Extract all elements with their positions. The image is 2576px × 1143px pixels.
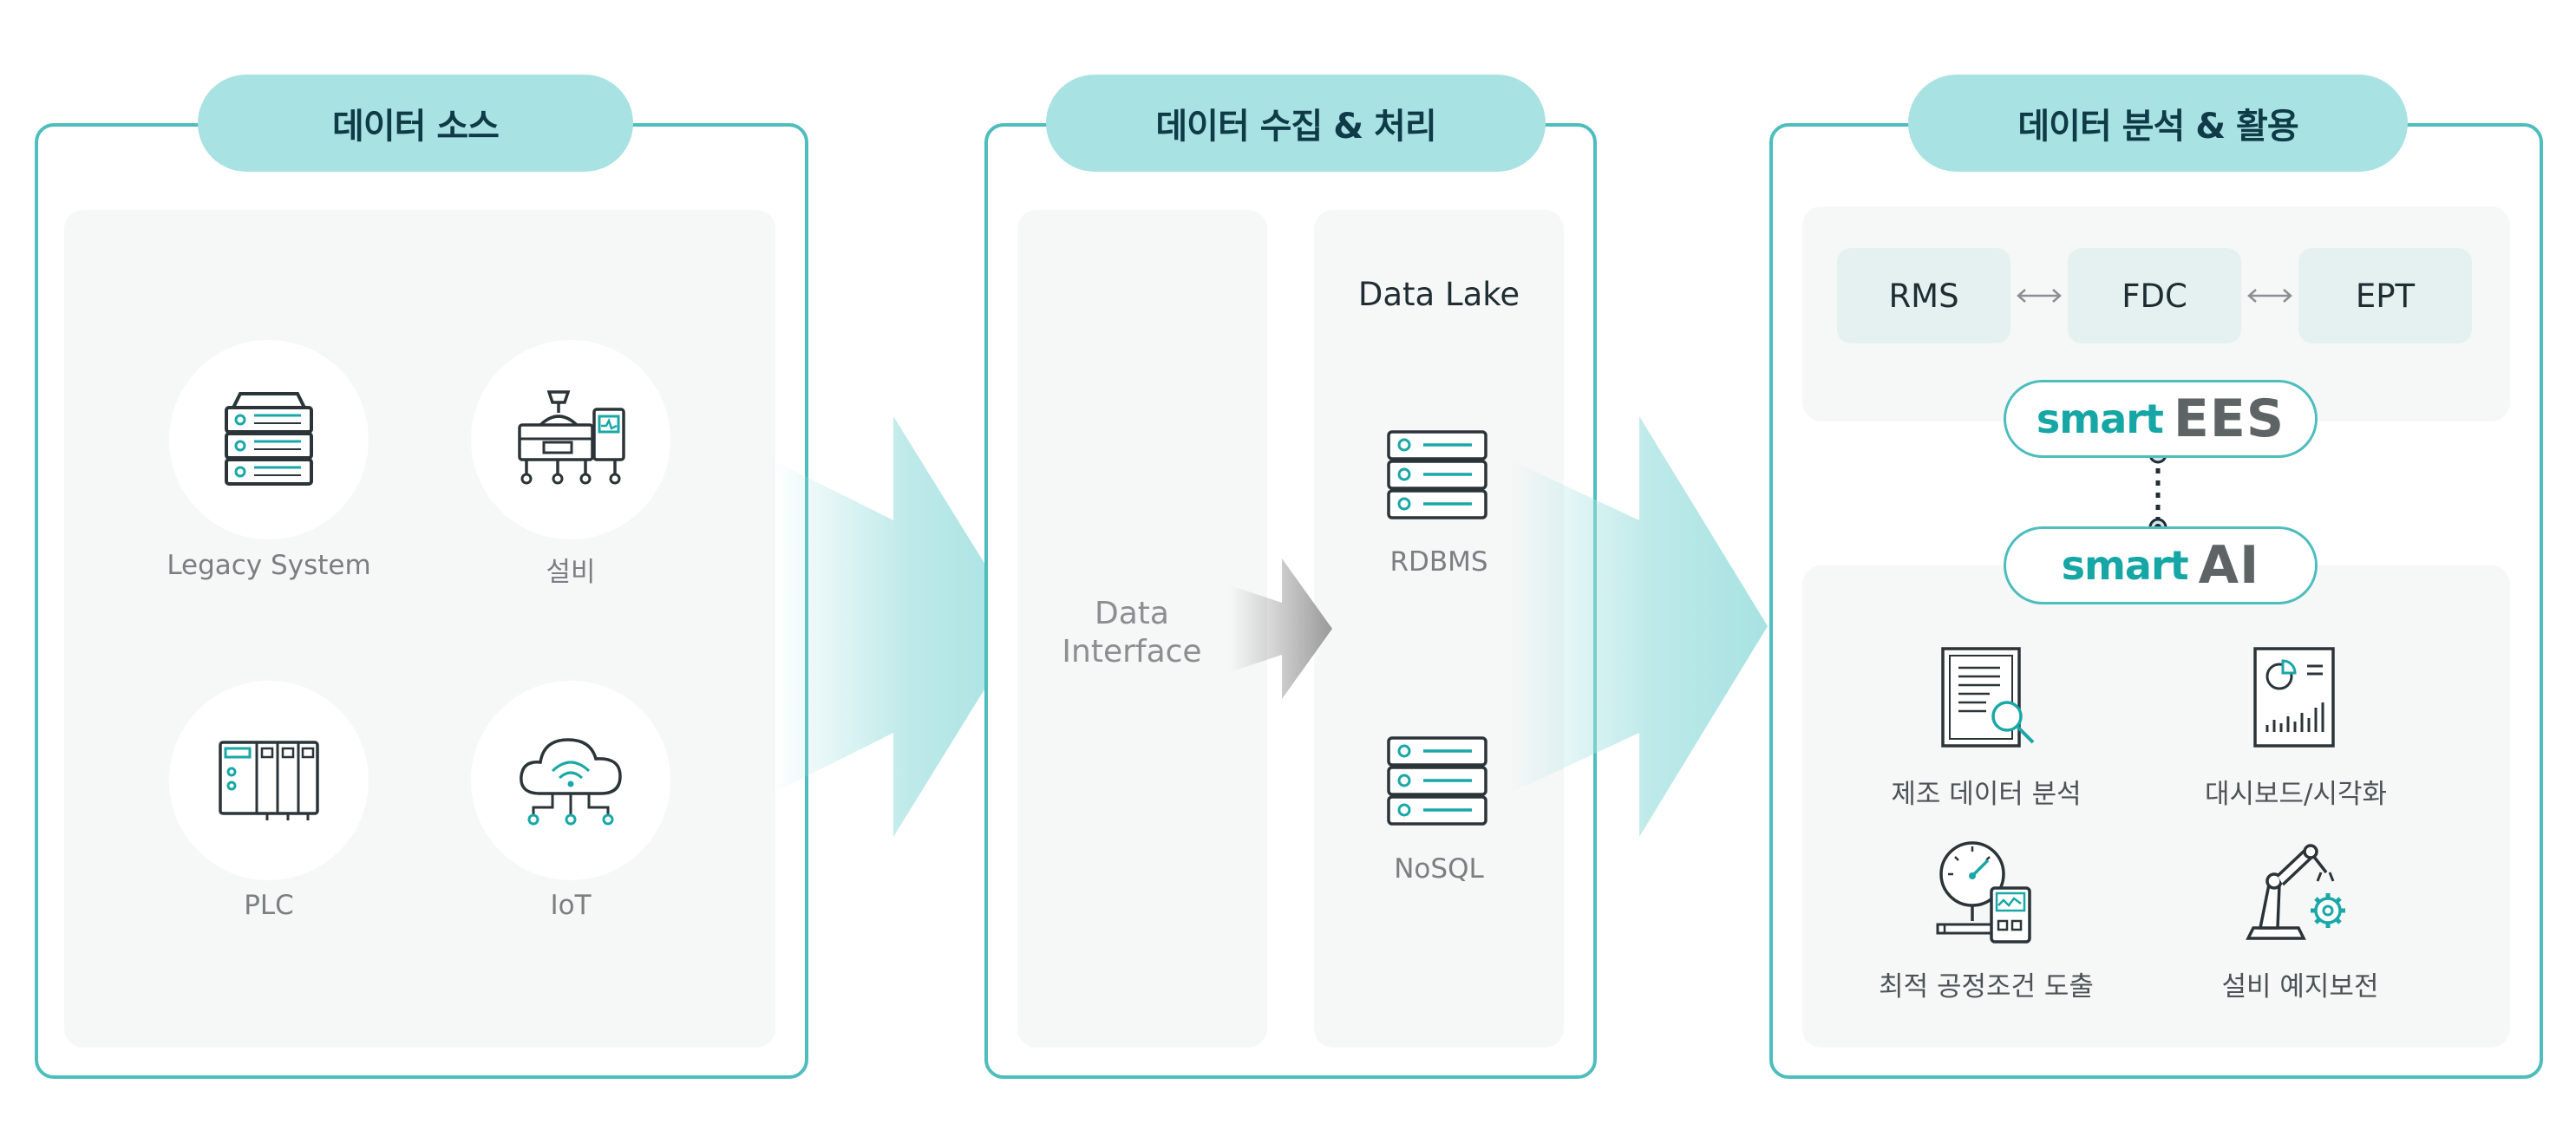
- dashboard-label: 대시보드/시각화: [2204, 779, 2388, 810]
- interface-arrow: [1230, 558, 1332, 699]
- optimal-process-node: [1931, 838, 2043, 949]
- legacy-system-label: Legacy System: [167, 550, 371, 581]
- data-interface-line1: Data: [1095, 596, 1169, 631]
- smart-ai-name: AI: [2198, 535, 2260, 596]
- iot-cloud-icon: [520, 738, 622, 826]
- flow-arrow-1: [772, 416, 1023, 837]
- manufacturing-analysis-label: 제조 데이터 분석: [1891, 779, 2082, 810]
- iot-node: [471, 681, 670, 880]
- smart-ai-prefix: smart: [2061, 542, 2189, 589]
- robot-arm-gear-icon: [2246, 844, 2345, 940]
- data-analysis-title: 데이터 분석 & 활용: [1908, 75, 2408, 172]
- bidirectional-arrow-icon: [2017, 289, 2062, 303]
- nosql-label: NoSQL: [1394, 853, 1484, 885]
- equipment-node: [471, 340, 670, 539]
- bidirectional-arrow-icon: [2247, 289, 2292, 303]
- flow-arrow-2: [1509, 416, 1768, 837]
- smart-ees-name: EES: [2173, 389, 2285, 449]
- rms-box: RMS: [1837, 248, 2010, 343]
- database-icon: [1387, 430, 1487, 519]
- data-interface-column: [1017, 210, 1267, 1048]
- iot-label: IoT: [550, 890, 592, 921]
- plc-rack-icon: [219, 741, 319, 820]
- uses-area: [1802, 565, 2510, 1048]
- smart-ees-prefix: smart: [2036, 395, 2164, 442]
- dashboard-node: [2248, 645, 2344, 754]
- fdc-box: FDC: [2068, 248, 2241, 343]
- data-lake-title: Data Lake: [1357, 276, 1520, 313]
- database-icon: [1387, 736, 1487, 826]
- nosql-node: [1385, 735, 1489, 832]
- data-source-title: 데이터 소스: [198, 75, 633, 172]
- equipment-label: 설비: [546, 557, 596, 588]
- manufacturing-analysis-node: [1938, 645, 2042, 754]
- ept-box: EPT: [2298, 248, 2472, 343]
- data-source-area: [64, 210, 775, 1048]
- rdbms-label: RDBMS: [1389, 546, 1488, 578]
- machine-equipment-icon: [518, 390, 625, 485]
- data-interface-line2: Interface: [1062, 634, 1202, 669]
- gauge-device-icon: [1936, 841, 2031, 944]
- plc-node: [169, 681, 369, 880]
- plc-label: PLC: [244, 890, 294, 921]
- document-search-icon: [1941, 647, 2035, 748]
- data-interface-label: Data Interface: [1017, 595, 1246, 671]
- ees-ai-connector: [2148, 445, 2167, 537]
- legacy-system-node: [169, 340, 369, 539]
- server-stack-icon: [225, 392, 313, 486]
- predictive-maintenance-node: [2243, 838, 2356, 949]
- smart-ees-badge: smart EES: [2004, 380, 2318, 458]
- smart-ai-badge: smart AI: [2004, 526, 2318, 604]
- optimal-process-label: 최적 공정조건 도출: [1879, 971, 2094, 1003]
- data-processing-title: 데이터 수집 & 처리: [1046, 75, 1546, 172]
- rdbms-node: [1385, 428, 1489, 526]
- dashboard-report-icon: [2253, 647, 2335, 748]
- predictive-maintenance-label: 설비 예지보전: [2221, 971, 2379, 1003]
